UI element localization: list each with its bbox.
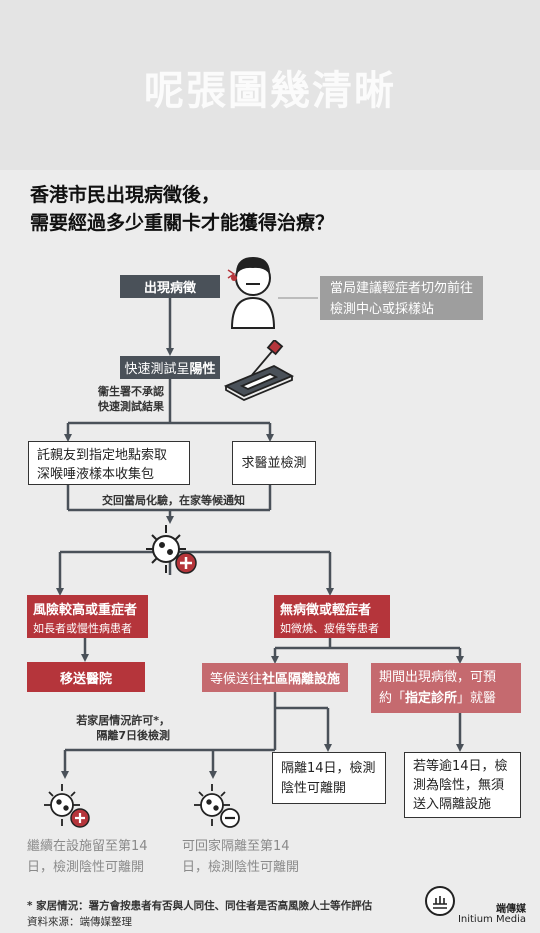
sample-pack-box: 託親友到指定地點索取 深喉唾液樣本收集包: [28, 441, 190, 485]
symptoms-node: 出現病徵: [120, 275, 220, 298]
advice-box: 當局建議輕症者切勿前往 檢測中心或採樣站: [320, 276, 483, 320]
seek-doctor-box: 求醫並檢測: [232, 441, 316, 485]
health-dept-note: 衞生署不承認 快速測試結果: [92, 384, 164, 414]
negative-line-2: 日，檢測陰性可離開: [182, 860, 300, 875]
home-condition-line-1: 若家居情況許可*，: [76, 714, 170, 727]
isolate-14-box: 隔離14日，檢測 陰性可離開: [272, 752, 386, 804]
isolate-14-line-2: 陰性可離開: [281, 781, 347, 796]
clinic-line-2-bold: 指定診所: [405, 691, 458, 706]
sample-pack-line-1: 託親友到指定地點索取: [37, 448, 168, 463]
health-dept-line-1: 衞生署不承認: [98, 385, 164, 398]
submit-note: 交回當局化驗，在家等候通知: [102, 494, 245, 507]
rapid-test-node: 快速測試呈陽性: [120, 356, 220, 379]
over-14-box: 若等逾14日，檢 測為陰性，無須 送入隔離設施: [404, 752, 521, 818]
banner-title: 呢張圖幾清晰: [144, 68, 396, 114]
question-line-1: 香港市民出現病徵後，: [30, 184, 221, 206]
positive-line-1: 繼續在設施留至第14: [27, 839, 148, 854]
await-prefix: 等候送往: [209, 672, 262, 687]
await-bold: 社區隔離設施: [262, 672, 341, 687]
home-condition-line-2: 隔離7日後檢測: [96, 729, 170, 742]
high-risk-box: 風險較高或重症者 如長者或慢性病患者: [27, 595, 148, 638]
high-risk-title: 風險較高或重症者: [33, 603, 138, 618]
rapid-test-bold: 陽性: [189, 362, 216, 377]
health-dept-line-2: 快速測試結果: [98, 400, 164, 413]
virus-positive-icon: [44, 784, 90, 828]
footer-note: * 家居情況：署方會按患者有否與人同住、同住者是否高風險人士等作評估: [27, 900, 373, 912]
positive-outcome: 繼續在設施留至第14 日，檢測陰性可離開: [27, 836, 148, 878]
virus-negative-icon: [194, 784, 240, 828]
question-line-2: 需要經過多少重關卡才能獲得治療？: [30, 212, 335, 234]
sample-pack-line-2: 深喉唾液樣本收集包: [37, 467, 155, 482]
over-14-line-3: 送入隔離設施: [413, 797, 492, 812]
hospital-box: 移送醫院: [27, 662, 145, 692]
mild-title: 無病徵或輕症者: [280, 603, 372, 618]
mild-sub: 如微燒、疲倦等患者: [280, 622, 379, 635]
home-condition-note: 若家居情況許可*， 隔離7日後檢測: [60, 713, 170, 743]
negative-outcome: 可回家隔離至第14 日，檢測陰性可離開: [182, 836, 299, 878]
over-14-line-2: 測為陰性，無須: [413, 778, 505, 793]
clinic-box: 期間出現病徵，可預 約「指定診所」就醫: [371, 663, 521, 713]
brand-logo-mark: [433, 896, 447, 909]
footer-source: 資料來源：端傳媒整理: [27, 916, 132, 928]
mild-box: 無病徵或輕症者 如微燒、疲倦等患者: [274, 595, 390, 638]
isolate-14-line-1: 隔離14日，檢測: [281, 761, 376, 776]
clinic-line-2-prefix: 約「: [379, 691, 406, 706]
over-14-line-1: 若等逾14日，檢: [413, 759, 508, 774]
virus-plus-icon: [146, 525, 197, 574]
advice-line-2: 檢測中心或採樣站: [330, 302, 435, 317]
advice-line-1: 當局建議輕症者切勿前往: [330, 281, 474, 296]
brand-cn: 端傳媒: [496, 904, 526, 915]
clinic-line-2-suffix: 」就醫: [457, 691, 497, 706]
brand-en: Initium Media: [457, 914, 526, 925]
header-band: [0, 0, 540, 170]
rapid-test-prefix: 快速測試呈: [124, 362, 190, 377]
high-risk-sub: 如長者或慢性病患者: [33, 622, 132, 635]
negative-line-1: 可回家隔離至第14: [182, 839, 290, 854]
clinic-line-1: 期間出現病徵，可預: [379, 670, 497, 685]
test-kit-icon: [223, 340, 295, 401]
await-facility-box: 等候送往社區隔離設施: [202, 663, 348, 692]
brand-logo: [425, 886, 455, 916]
patient-icon: [227, 256, 276, 329]
positive-line-2: 日，檢測陰性可離開: [27, 860, 145, 875]
